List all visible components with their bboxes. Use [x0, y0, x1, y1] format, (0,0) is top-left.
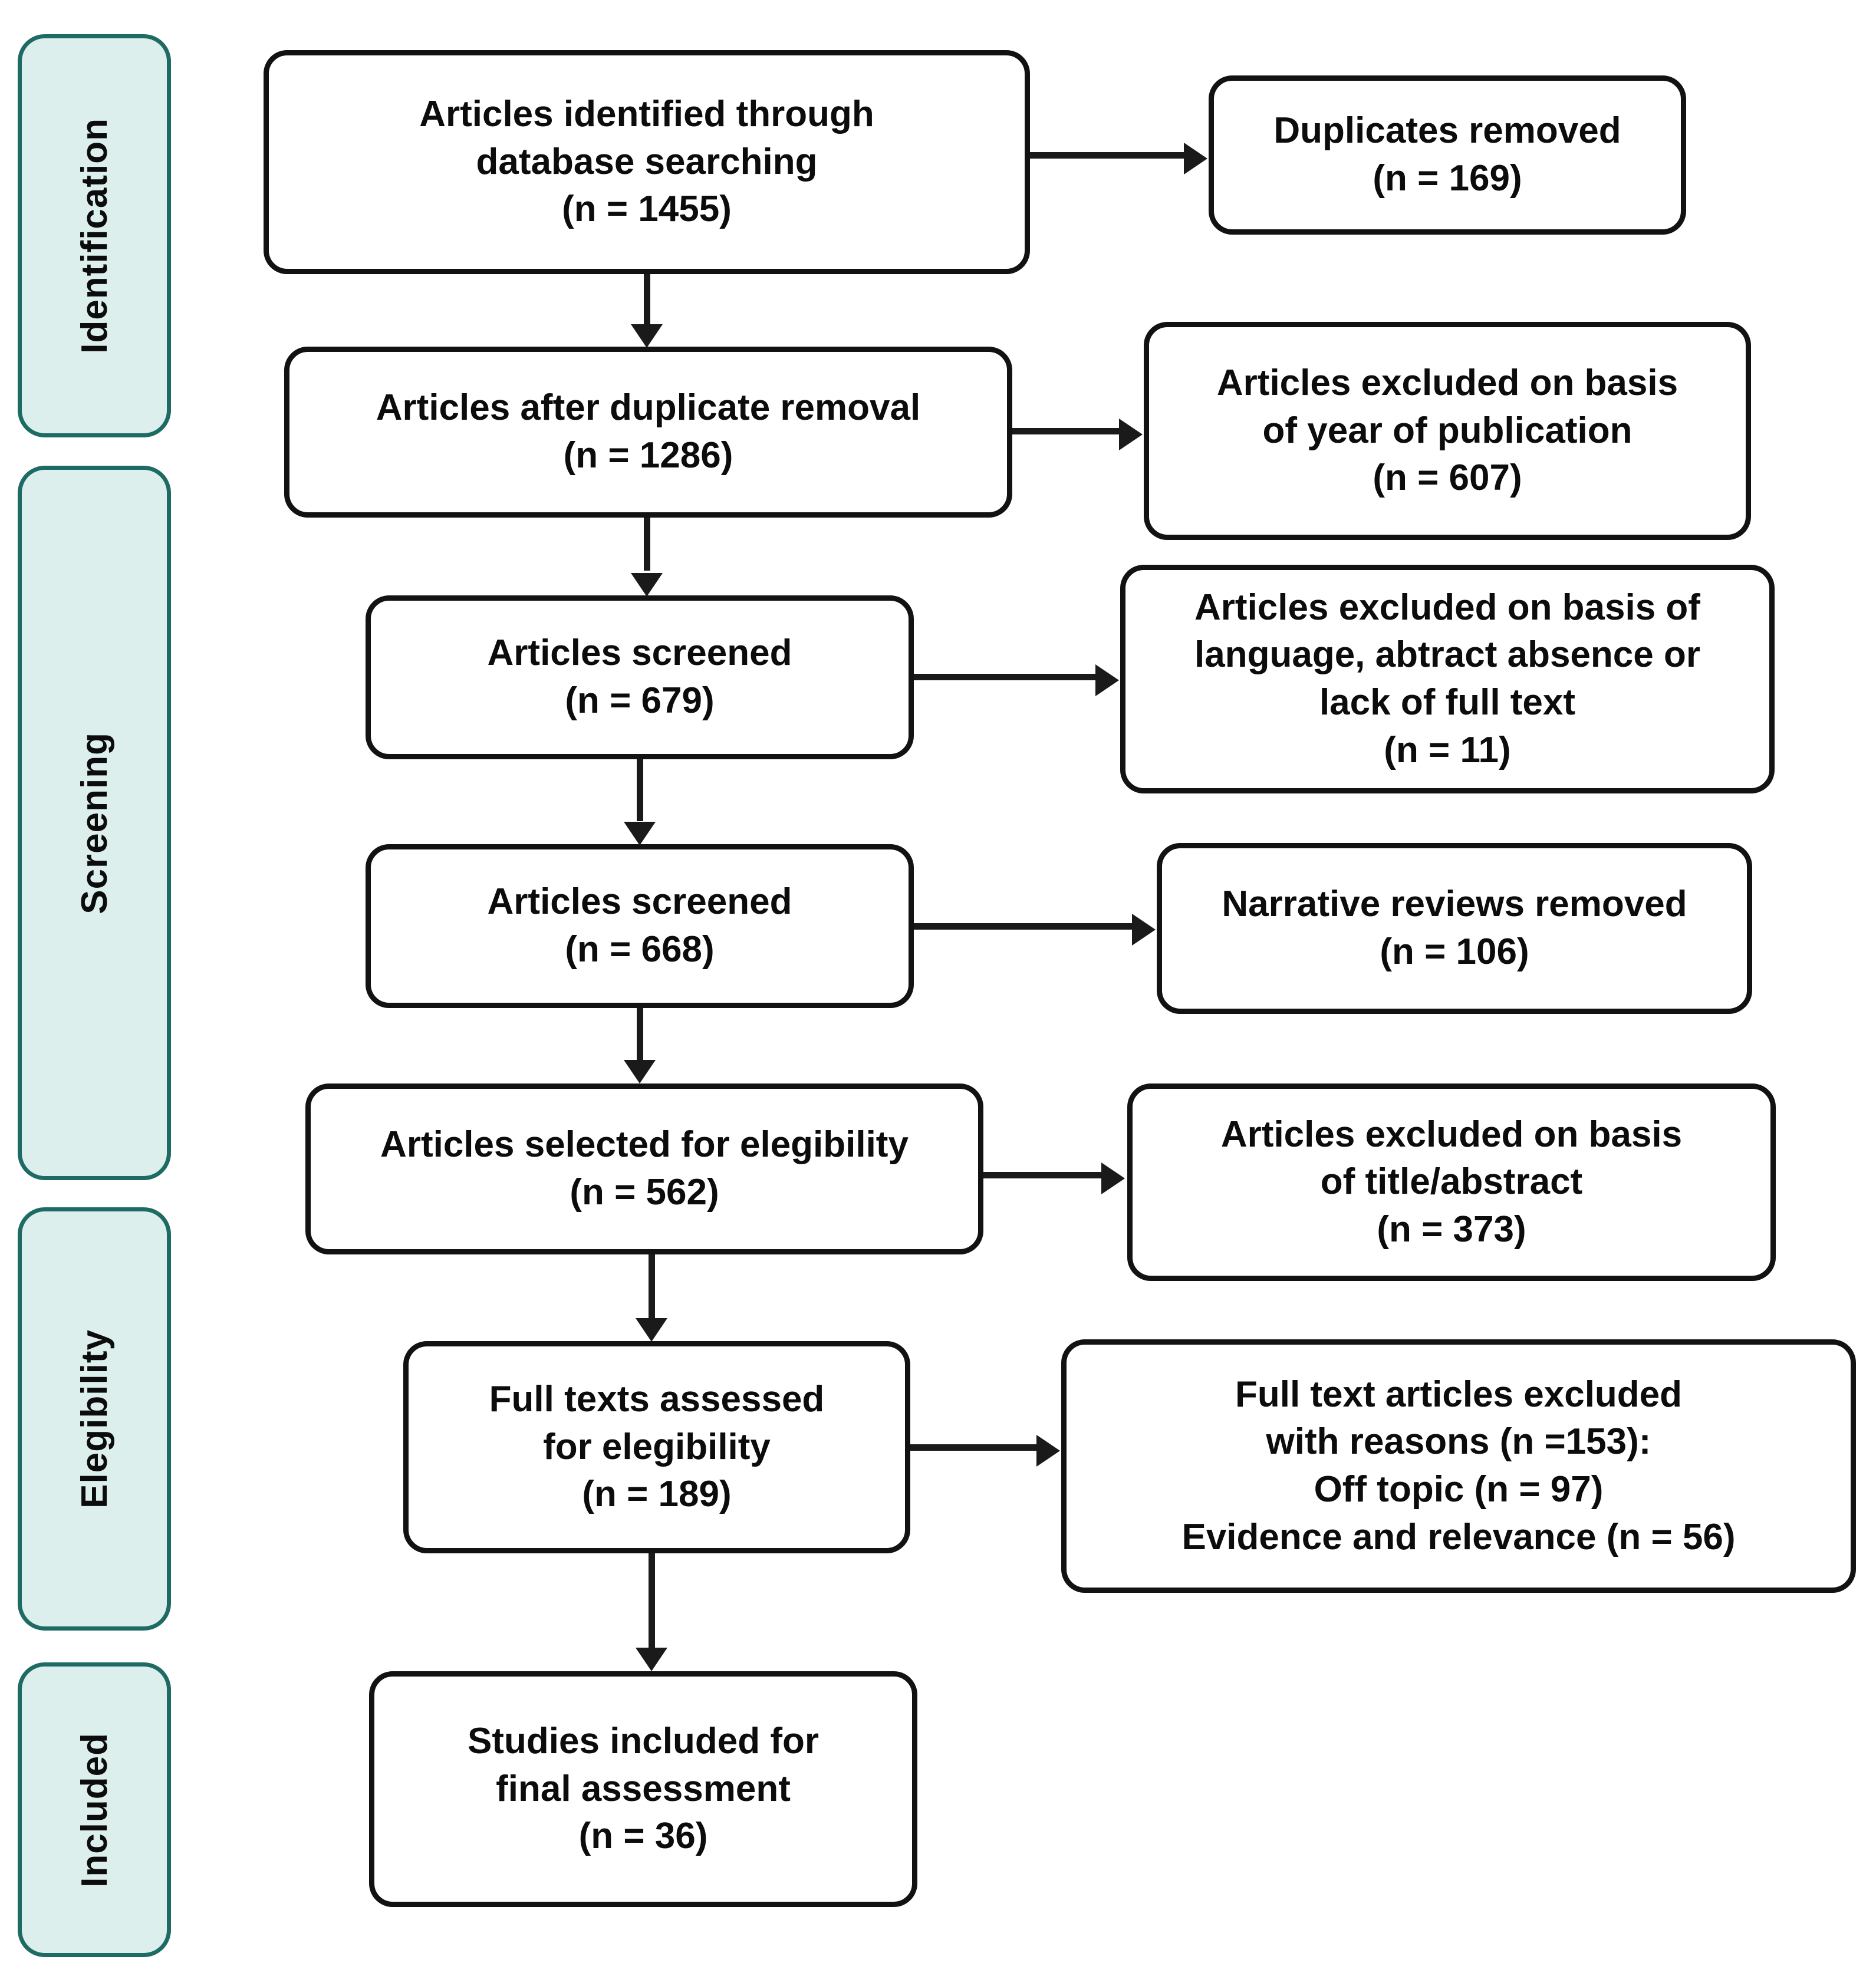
flow-box-text: Studies included for final assessment (n… [468, 1721, 819, 1857]
connector-horizontal-3 [914, 674, 1097, 680]
exclusion-box-narrative-reviews[interactable]: Narrative reviews removed (n = 106) [1157, 843, 1752, 1014]
flow-box-text: Articles after duplicate removal (n = 12… [376, 387, 921, 476]
flow-box-identified[interactable]: Articles identified through database sea… [264, 50, 1030, 274]
connector-horizontal-6 [910, 1444, 1038, 1451]
exclusion-box-full-text-reasons[interactable]: Full text articles excluded with reasons… [1061, 1339, 1856, 1593]
arrow-down-2 [631, 573, 663, 597]
arrow-down-6 [636, 1648, 667, 1671]
stage-tab-label: Identification [74, 118, 115, 354]
exclusion-box-duplicates-removed[interactable]: Duplicates removed (n = 169) [1209, 75, 1686, 235]
connector-vertical-2 [644, 518, 650, 571]
flow-box-text: Duplicates removed (n = 169) [1273, 110, 1621, 199]
arrow-down-1 [631, 324, 663, 348]
connector-vertical-4 [637, 1008, 643, 1060]
arrow-right-5 [1101, 1162, 1125, 1194]
exclusion-box-title-abstract[interactable]: Articles excluded on basis of title/abst… [1127, 1083, 1776, 1281]
connector-horizontal-4 [914, 923, 1133, 930]
connector-vertical-3 [637, 759, 643, 821]
flow-box-selected-for-elegibility[interactable]: Articles selected for elegibility (n = 5… [305, 1083, 983, 1254]
stage-tab-identification[interactable]: Identification [18, 34, 171, 437]
arrow-right-2 [1119, 419, 1143, 450]
flow-box-text: Articles excluded on basis of year of pu… [1216, 363, 1678, 499]
flow-box-text: Articles screened (n = 679) [487, 633, 792, 721]
connector-horizontal-2 [1012, 428, 1120, 434]
arrow-right-4 [1132, 914, 1156, 946]
exclusion-box-year-of-publication[interactable]: Articles excluded on basis of year of pu… [1144, 322, 1751, 540]
flow-box-text: Articles identified through database sea… [419, 94, 874, 230]
arrow-down-5 [636, 1318, 667, 1342]
stage-tab-included[interactable]: Included [18, 1662, 171, 1957]
arrow-right-6 [1036, 1435, 1060, 1467]
stage-tab-label: Included [74, 1732, 115, 1888]
flow-box-after-duplicate-removal[interactable]: Articles after duplicate removal (n = 12… [284, 347, 1012, 518]
flow-box-text: Full text articles excluded with reasons… [1181, 1374, 1736, 1557]
connector-horizontal-1 [1030, 152, 1184, 159]
exclusion-box-language-abstract-fulltext[interactable]: Articles excluded on basis of language, … [1120, 565, 1775, 793]
stage-tab-label: Elegibility [74, 1329, 115, 1509]
stage-tab-elegibility[interactable]: Elegibility [18, 1207, 171, 1631]
arrow-down-4 [624, 1060, 656, 1083]
flow-box-articles-screened-668[interactable]: Articles screened (n = 668) [366, 844, 914, 1008]
stage-tab-screening[interactable]: Screening [18, 466, 171, 1180]
arrow-right-3 [1095, 664, 1119, 696]
flow-box-text: Articles screened (n = 668) [487, 881, 792, 970]
flow-box-text: Full texts assessed for elegibility (n =… [489, 1379, 825, 1515]
flow-box-full-texts-assessed[interactable]: Full texts assessed for elegibility (n =… [403, 1341, 910, 1553]
flow-box-text: Narrative reviews removed (n = 106) [1222, 884, 1687, 972]
stage-tab-label: Screening [74, 732, 115, 914]
flow-box-text: Articles selected for elegibility (n = 5… [380, 1124, 909, 1213]
flow-box-articles-screened-679[interactable]: Articles screened (n = 679) [366, 595, 914, 759]
connector-horizontal-5 [983, 1172, 1102, 1178]
flow-box-studies-included[interactable]: Studies included for final assessment (n… [369, 1671, 917, 1907]
flow-box-text: Articles excluded on basis of title/abst… [1220, 1114, 1683, 1250]
connector-vertical-1 [644, 274, 650, 327]
arrow-right-1 [1184, 143, 1207, 174]
flow-box-text: Articles excluded on basis of language, … [1194, 587, 1700, 770]
connector-vertical-6 [649, 1553, 655, 1648]
connector-vertical-5 [649, 1254, 655, 1318]
arrow-down-3 [624, 822, 656, 845]
